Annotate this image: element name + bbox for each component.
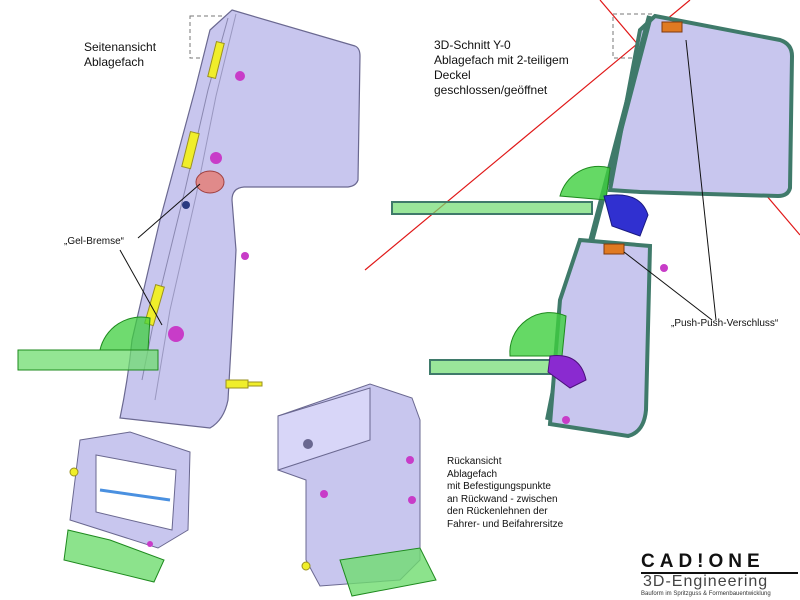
company-logo: CAD!ONE (641, 551, 765, 572)
side-housing (119, 9, 361, 429)
lower-lid (429, 359, 561, 375)
logo-subtitle: 3D-Engineering (643, 573, 769, 590)
hole (303, 439, 313, 449)
mount-point (562, 416, 570, 424)
logo-divider (641, 572, 798, 574)
section-lower-housing (547, 237, 653, 439)
side-view-drawing (17, 9, 361, 429)
mount-point (660, 264, 668, 272)
push-push-label: „Push-Push-Verschluss“ (671, 318, 779, 329)
rear-opening (95, 454, 177, 531)
mount-point (168, 326, 184, 342)
rear-lid (63, 529, 165, 583)
rear-view-label: Rückansicht Ablagefach mit Befestigungsp… (447, 456, 564, 530)
mount-point (406, 456, 414, 464)
bolt (225, 379, 249, 389)
upper-lid (391, 201, 593, 215)
gel-brake-label: „Gel-Bremse“ (64, 236, 125, 247)
mount-point (301, 561, 311, 571)
mount-point (320, 490, 328, 498)
leader-line (623, 251, 713, 321)
side-view-label: Seitenansicht Ablagefach (84, 40, 157, 69)
mount-point (210, 152, 222, 164)
mount-point (69, 467, 79, 477)
screw (182, 201, 190, 209)
gear-segment (99, 316, 151, 351)
mount-point (408, 496, 416, 504)
rear-lid-top (277, 387, 371, 471)
push-push-latch (661, 21, 683, 33)
section-view-label: 3D-Schnitt Y-0 Ablagefach mit 2-teiligem… (434, 38, 569, 97)
mount-point (147, 541, 153, 547)
rear-lid-large (339, 547, 437, 597)
section-upper-housing (607, 13, 795, 199)
leader-line (685, 39, 717, 321)
gel-brake-part (195, 170, 225, 194)
yellow-part (207, 40, 225, 80)
rear-view-large-drawing (277, 383, 437, 597)
side-edge-line-2 (154, 13, 237, 401)
purple-part (547, 355, 587, 389)
section-view-drawing (364, 0, 800, 439)
bolt-pin (247, 381, 263, 387)
rear-view-small-drawing (63, 431, 191, 583)
logo-tagline: Bauform im Spritzguss & Formenbauentwick… (641, 591, 771, 597)
push-push-latch (603, 243, 625, 255)
gear-segment (559, 165, 611, 201)
leader-line (137, 183, 201, 239)
mount-point (241, 252, 249, 260)
blue-part (603, 194, 649, 237)
rear-bar (99, 488, 171, 502)
yellow-part (181, 130, 200, 170)
leader-line (119, 249, 163, 326)
gear-segment (509, 312, 567, 357)
lid-arm (17, 349, 159, 371)
mount-point (235, 71, 245, 81)
